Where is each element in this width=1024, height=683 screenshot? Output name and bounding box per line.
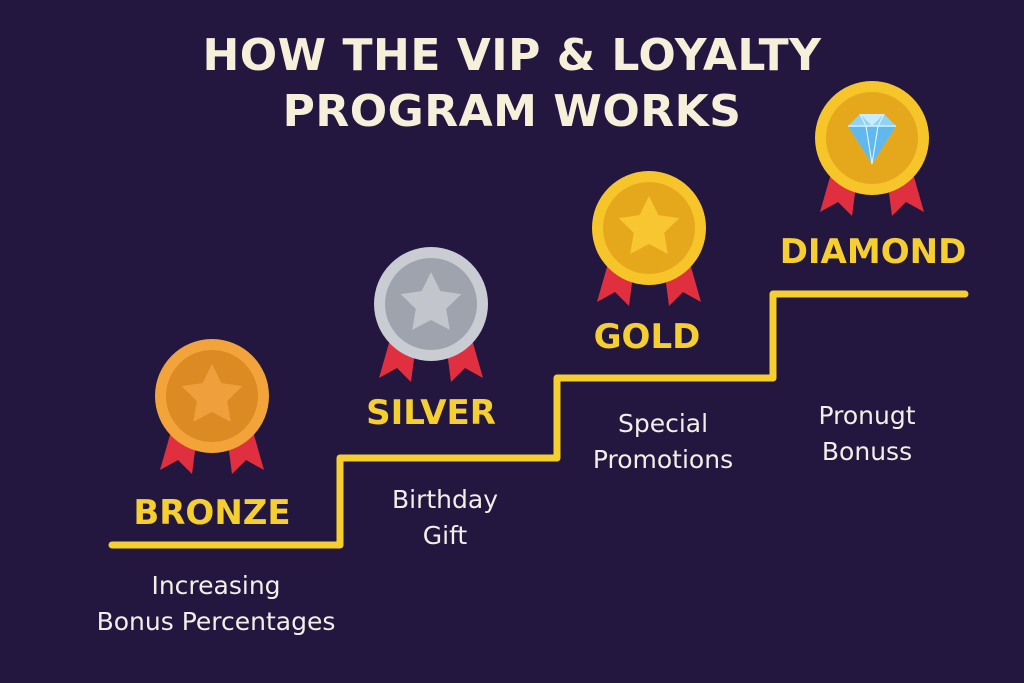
benefit-gold: Special Promotions xyxy=(503,406,823,478)
diamond-medal-icon xyxy=(815,81,929,216)
benefit-bronze-line2: Bonus Percentages xyxy=(96,607,336,636)
benefit-diamond: Pronugt Bonuss xyxy=(707,398,1024,470)
benefit-gold-line2: Promotions xyxy=(592,445,734,474)
star-icon xyxy=(181,364,243,422)
benefit-bronze-line1: Increasing xyxy=(151,571,281,600)
benefit-gold-line1: Special xyxy=(617,409,709,438)
silver-medal-icon xyxy=(374,247,488,382)
benefit-silver-line2: Gift xyxy=(422,521,468,550)
benefit-diamond-line1: Pronugt xyxy=(818,401,916,430)
tier-label-diamond: DIAMOND xyxy=(779,232,967,272)
gold-medal-icon xyxy=(592,171,706,306)
benefit-silver: Birthday Gift xyxy=(285,482,605,554)
bronze-medal-icon xyxy=(155,339,269,474)
title-line-1: HOW THE VIP & LOYALTY xyxy=(202,30,822,81)
benefit-bronze: Increasing Bonus Percentages xyxy=(56,568,376,640)
star-icon xyxy=(400,272,462,330)
benefit-diamond-line2: Bonuss xyxy=(821,437,913,466)
benefit-silver-line1: Birthday xyxy=(391,485,498,514)
tier-label-silver: SILVER xyxy=(366,393,496,433)
diamond-icon xyxy=(848,113,896,165)
star-icon xyxy=(618,196,680,254)
title-line-2: PROGRAM WORKS xyxy=(282,86,742,137)
tier-label-gold: GOLD xyxy=(593,317,701,357)
tier-label-bronze: BRONZE xyxy=(133,493,291,533)
